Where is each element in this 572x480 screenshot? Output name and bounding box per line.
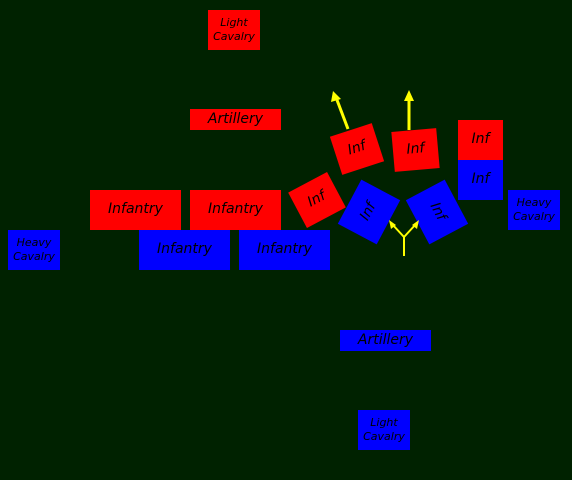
- blue-inf-3-label: Inf: [471, 171, 490, 188]
- blue-infantry-2[interactable]: Infantry: [239, 230, 330, 270]
- blue-infantry-1[interactable]: Infantry: [139, 230, 230, 270]
- blue-artillery[interactable]: Artillery: [340, 330, 431, 351]
- red-artillery-label: Artillery: [207, 110, 264, 127]
- blue-infantry-2-label: Infantry: [257, 241, 312, 258]
- blue-heavy-cavalry-left[interactable]: Heavy Cavalry: [8, 230, 60, 270]
- blue-heavy-cavalry-right-label: Heavy Cavalry: [513, 196, 555, 223]
- blue-heavy-cavalry-left-label: Heavy Cavalry: [13, 236, 55, 263]
- red-light-cavalry[interactable]: Light Cavalry: [208, 10, 260, 50]
- red-infantry-2-label: Infantry: [208, 201, 263, 218]
- blue-heavy-cavalry-right[interactable]: Heavy Cavalry: [508, 190, 560, 230]
- red-light-cavalry-label: Light Cavalry: [213, 16, 255, 43]
- red-infantry-1-label: Infantry: [108, 201, 163, 218]
- red-inf-4-label: Inf: [471, 131, 490, 148]
- blue-infantry-1-label: Infantry: [157, 241, 212, 258]
- red-advance-arrow-right: [404, 90, 414, 130]
- red-infantry-2[interactable]: Infantry: [190, 190, 281, 230]
- red-infantry-1[interactable]: Infantry: [90, 190, 181, 230]
- blue-light-cavalry-label: Light Cavalry: [363, 416, 405, 443]
- blue-split-arrow: [389, 220, 419, 256]
- blue-light-cavalry[interactable]: Light Cavalry: [358, 410, 410, 450]
- blue-artillery-label: Artillery: [357, 331, 414, 348]
- blue-inf-3[interactable]: Inf: [458, 160, 503, 200]
- red-artillery[interactable]: Artillery: [190, 109, 281, 130]
- red-inf-4[interactable]: Inf: [458, 120, 503, 160]
- red-advance-arrow-left: [331, 91, 350, 130]
